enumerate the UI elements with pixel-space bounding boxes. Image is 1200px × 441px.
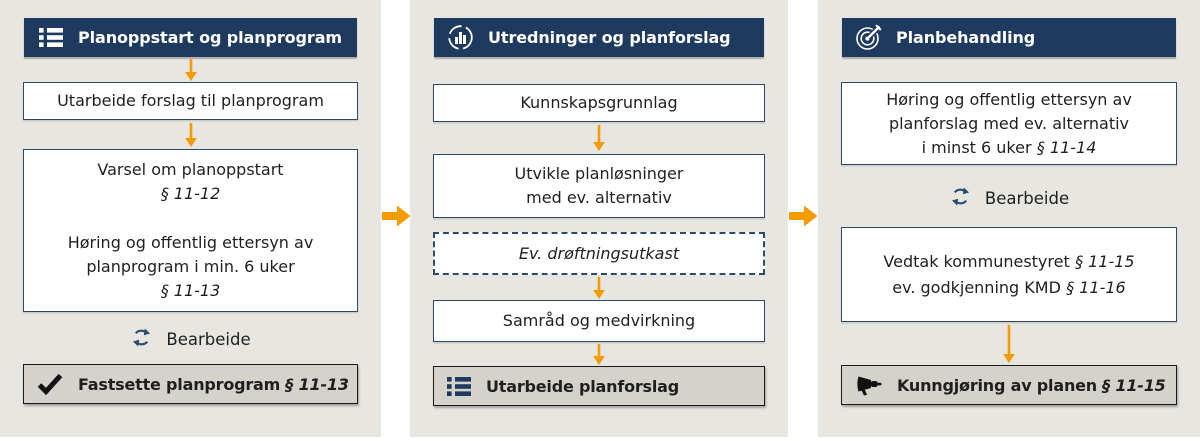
step-paragraph: Utvikle planløsninger med ev. alternativ xyxy=(515,162,684,210)
step-box-utarbeide-forslag: Utarbeide forslag til planprogram xyxy=(23,82,358,120)
step-box-kunnskapsgrunnlag: Kunnskapsgrunnlag xyxy=(433,84,765,122)
step-box-varsel-og-horing: Varsel om planoppstart § 11-12 Høring og… xyxy=(23,149,358,312)
step-label: Samråd og medvirkning xyxy=(502,311,696,330)
law-ref: § 11-13 xyxy=(285,374,349,394)
law-ref: § 11-12 xyxy=(160,184,221,203)
refresh-icon xyxy=(949,185,972,212)
step-box-droftningsutkast: Ev. drøftningsutkast xyxy=(433,232,765,275)
milestone-label: Kunngjøring av planen xyxy=(897,375,1097,395)
arrow-down-icon xyxy=(593,125,605,151)
step-line: planprogram i min. 6 uker xyxy=(86,257,295,276)
arrow-right-icon xyxy=(789,205,818,227)
phase-header-utredninger: Utredninger og planforslag xyxy=(434,18,764,57)
step-line: Utvikle planløsninger xyxy=(514,164,684,183)
law-ref: § 11-16 xyxy=(1066,277,1126,297)
megaphone-icon xyxy=(855,374,882,396)
list-icon xyxy=(37,24,64,51)
phase-header-label: Utredninger og planforslag xyxy=(488,28,731,47)
phase-panel-planoppstart: Planoppstart og planprogram Utarbeide fo… xyxy=(0,0,381,437)
step-line: Vedtak kommunestyret xyxy=(883,251,1070,271)
step-box-utvikle-planlosninger: Utvikle planløsninger med ev. alternativ xyxy=(433,154,765,218)
step-line: Høring og offentlig ettersyn av xyxy=(886,89,1132,109)
law-ref: § 11-13 xyxy=(160,281,221,300)
step-label: Utarbeide forslag til planprogram xyxy=(57,91,324,110)
step-paragraph-varsel: Varsel om planoppstart § 11-12 xyxy=(97,158,283,206)
step-paragraph: Vedtak kommunestyret§ 11-15 ev. godkjenn… xyxy=(883,249,1134,300)
law-ref: § 11-14 xyxy=(1036,137,1097,157)
law-ref: § 11-15 xyxy=(1075,251,1135,271)
arrow-right-icon xyxy=(382,205,411,227)
milestone-label-wrap: Utarbeide planforslag xyxy=(486,377,679,396)
milestone-label-wrap: Kunngjøring av planen§ 11-15 xyxy=(897,376,1166,395)
bearbeide-row: Bearbeide xyxy=(0,324,381,354)
milestone-label: Utarbeide planforslag xyxy=(486,376,680,396)
step-line: ev. godkjenning KMD xyxy=(892,277,1061,297)
phase-header-label: Planoppstart og planprogram xyxy=(78,28,342,47)
bar-chart-circle-icon xyxy=(447,24,474,51)
bearbeide-label: Bearbeide xyxy=(166,329,251,349)
refresh-icon xyxy=(130,326,153,353)
step-paragraph: Høring og offentlig ettersyn av planfors… xyxy=(886,88,1132,160)
phase-panel-utredninger: Utredninger og planforslag Kunnskapsgrun… xyxy=(410,0,788,437)
step-box-horing-planforslag: Høring og offentlig ettersyn av planfors… xyxy=(841,82,1177,165)
step-line: i minst 6 uker xyxy=(921,137,1032,157)
step-box-samrad-medvirkning: Samråd og medvirkning xyxy=(433,300,765,342)
step-box-vedtak-kommunestyret: Vedtak kommunestyret§ 11-15 ev. godkjenn… xyxy=(841,227,1177,322)
bearbeide-label: Bearbeide xyxy=(984,188,1070,208)
arrow-down-icon xyxy=(593,344,605,365)
list-icon xyxy=(447,376,471,397)
milestone-box-kunngjoring: Kunngjøring av planen§ 11-15 xyxy=(841,365,1177,405)
phase-header-planbehandling: Planbehandling xyxy=(842,18,1176,57)
check-icon xyxy=(37,373,63,395)
arrow-down-icon xyxy=(184,123,197,147)
phase-header-label: Planbehandling xyxy=(896,28,1036,47)
target-dart-icon xyxy=(855,24,882,51)
step-line: med ev. alternativ xyxy=(526,188,672,207)
bearbeide-row: Bearbeide xyxy=(818,183,1200,213)
step-line: planforslag med ev. alternativ xyxy=(888,113,1130,133)
step-line: Varsel om planoppstart xyxy=(97,160,284,179)
arrow-down-icon xyxy=(184,59,197,81)
milestone-box-utarbeide-planforslag: Utarbeide planforslag xyxy=(433,366,765,406)
law-ref: § 11-15 xyxy=(1102,375,1166,395)
phase-header-planoppstart: Planoppstart og planprogram xyxy=(24,18,357,57)
step-label: Kunnskapsgrunnlag xyxy=(520,93,678,112)
step-line: Høring og offentlig ettersyn av xyxy=(67,233,314,252)
arrow-down-icon xyxy=(1003,325,1015,363)
arrow-down-icon xyxy=(593,277,605,299)
milestone-label: Fastsette planprogram xyxy=(78,374,281,394)
milestone-box-fastsette-planprogram: Fastsette planprogram§ 11-13 xyxy=(23,364,358,404)
phase-panel-planbehandling: Planbehandling Høring og offentlig etter… xyxy=(818,0,1200,437)
milestone-label-wrap: Fastsette planprogram§ 11-13 xyxy=(78,375,349,394)
step-label: Ev. drøftningsutkast xyxy=(518,243,680,263)
step-paragraph-horing: Høring og offentlig ettersyn av planprog… xyxy=(68,231,314,303)
